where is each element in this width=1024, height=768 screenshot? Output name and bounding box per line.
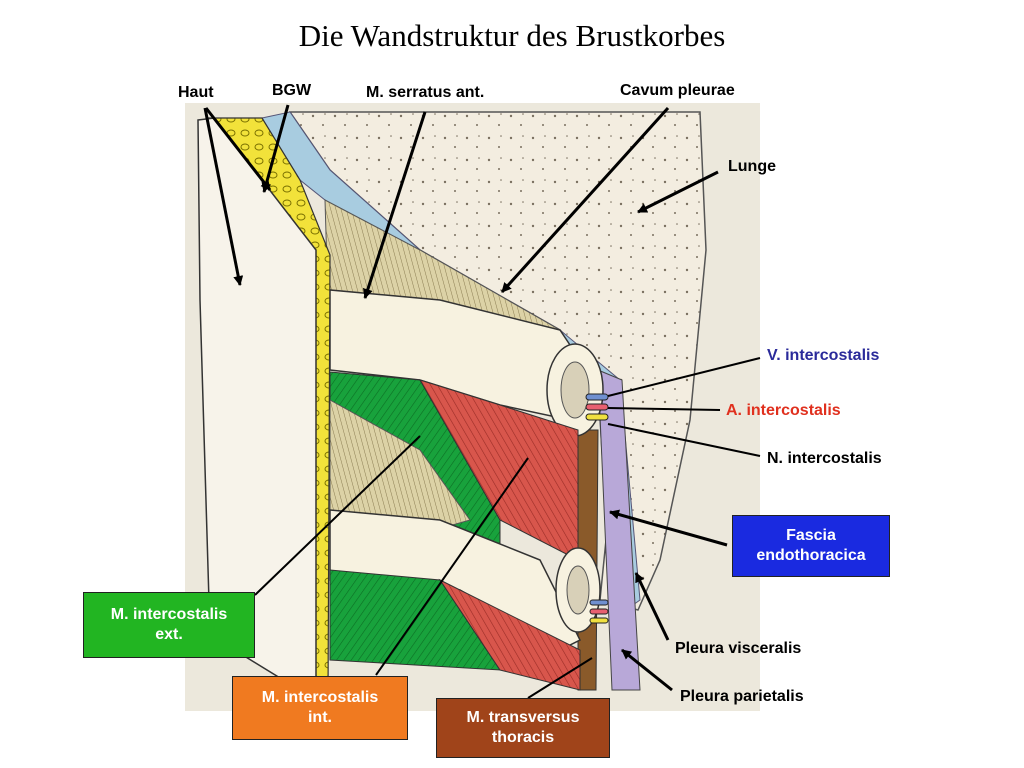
label-pleura-parietalis: Pleura parietalis [680,688,804,705]
line-transversus [527,657,593,699]
label-nervus-intercostalis: N. intercostalis [767,450,882,467]
line-ic-ext [254,435,421,596]
fascia-endothoracica [597,369,641,691]
box-intercostalis-externus: M. intercostalis ext. [83,592,255,658]
arrow-serratus [363,111,427,299]
label-pleura-visceralis: Pleura visceralis [675,640,802,657]
nerve-upper [585,413,609,421]
box-fascia-endothoracica: Fascia endothoracica [732,515,890,577]
label-serratus: M. serratus ant. [366,84,485,101]
label-vena-intercostalis: V. intercostalis [767,347,880,364]
arrow-cavum [500,106,670,294]
line-vein [607,357,761,397]
label-cavum-pleurae: Cavum pleurae [620,82,735,99]
page-title: Die Wandstruktur des Brustkorbes [298,18,726,53]
arrow-lunge [637,170,719,214]
arrow-pleura-parietalis [621,648,673,692]
box-transversus-thoracis: M. transversus thoracis [436,698,610,758]
line-ic-int [375,457,529,676]
vein-upper [585,393,609,401]
arrow-pleura-visceralis [634,572,670,641]
line-nerve [607,423,761,457]
arrow-haut-1 [203,107,244,286]
arrow-haut-2 [204,107,272,191]
label-lunge: Lunge [728,158,776,175]
label-arteria-intercostalis: A. intercostalis [726,402,841,419]
intercostalis-internus-muscle [418,379,579,561]
arrow-bgw [261,104,290,193]
box-intercostalis-internus: M. intercostalis int. [232,676,408,740]
label-haut: Haut [178,84,214,101]
line-artery [607,407,721,411]
artery-upper [585,403,609,411]
arrow-fascia [609,509,728,547]
label-bgw: BGW [272,82,312,99]
